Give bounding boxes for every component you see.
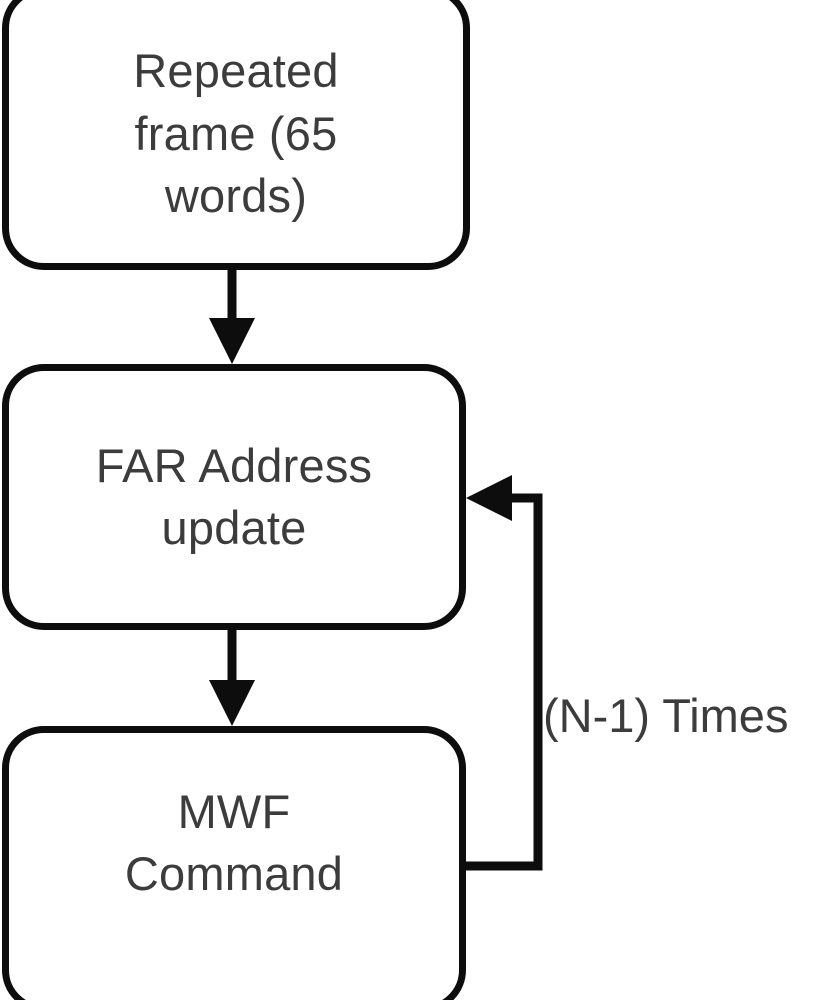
loop-count-label: (N-1) Times xyxy=(543,689,789,742)
node-far-address[interactable]: FAR Address update xyxy=(2,364,466,630)
node-far-address-label: FAR Address update xyxy=(95,438,373,555)
node-repeated-frame-label: Repeated frame (65 words) xyxy=(133,44,339,223)
connector-repeated-frame-to-far-address xyxy=(209,268,255,364)
node-mwf-command[interactable]: MWF Command xyxy=(2,726,466,1000)
node-repeated-frame[interactable]: Repeated frame (65 words) xyxy=(2,0,470,270)
connector-far-address-to-mwf-command xyxy=(209,628,255,726)
connector-mwf-command-feedback-loop xyxy=(466,475,543,871)
node-mwf-command-label: MWF Command xyxy=(124,784,344,901)
